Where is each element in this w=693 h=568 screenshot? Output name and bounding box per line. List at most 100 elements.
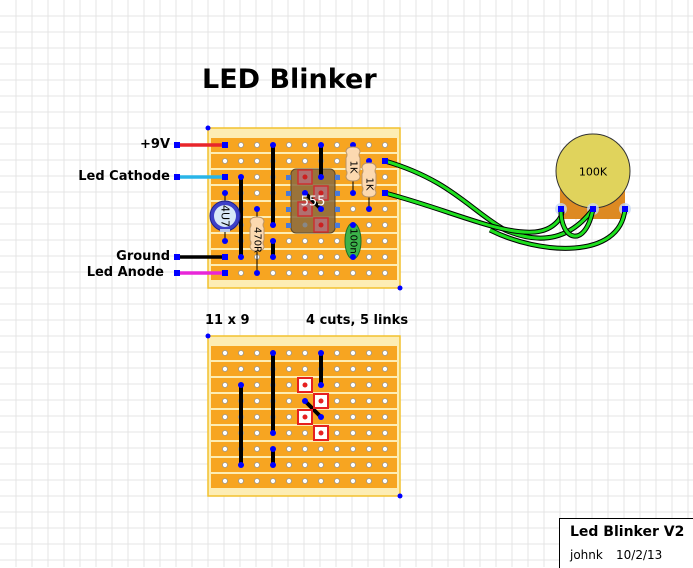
- cap-label: 100n: [348, 228, 359, 253]
- link-node: [270, 462, 276, 468]
- hole: [366, 270, 372, 276]
- hole: [334, 414, 340, 420]
- hole: [238, 366, 244, 372]
- link-node: [270, 142, 276, 148]
- hole: [302, 222, 308, 228]
- board-corner-handle[interactable]: [397, 493, 403, 499]
- board-size-label: 11 x 9: [205, 313, 250, 328]
- cap-top: [214, 205, 236, 227]
- board-corner-handle[interactable]: [205, 333, 211, 339]
- hole: [254, 142, 260, 148]
- hole: [302, 462, 308, 468]
- hole: [254, 430, 260, 436]
- cut-dot: [302, 382, 308, 388]
- cap-polarity-mark: [220, 229, 230, 232]
- wire-pot-jumper[interactable]: [559, 208, 595, 238]
- link-node: [318, 382, 324, 388]
- hole: [366, 462, 372, 468]
- ic-pin: [335, 207, 340, 212]
- hole: [350, 270, 356, 276]
- hole: [286, 350, 292, 356]
- resistor-body: [345, 146, 361, 182]
- hole: [334, 382, 340, 388]
- cut-dot: [302, 206, 308, 212]
- wire-endpoint[interactable]: [174, 254, 180, 260]
- hole: [366, 142, 372, 148]
- hole: [318, 238, 324, 244]
- hole: [382, 462, 388, 468]
- hole: [334, 270, 340, 276]
- hole: [382, 398, 388, 404]
- hole: [302, 350, 308, 356]
- link-node: [318, 142, 324, 148]
- hole: [302, 270, 308, 276]
- wire-endpoint[interactable]: [174, 270, 180, 276]
- hole: [382, 238, 388, 244]
- hole: [366, 222, 372, 228]
- resistor-1k-a[interactable]: 1K: [345, 142, 361, 196]
- hole: [222, 414, 228, 420]
- diagram-title: LED Blinker: [202, 64, 377, 95]
- link-node: [302, 398, 308, 404]
- hole: [350, 414, 356, 420]
- resistor-1k-b[interactable]: 1K: [361, 158, 377, 212]
- hole: [334, 366, 340, 372]
- ic-pin: [335, 191, 340, 196]
- link-node: [318, 174, 324, 180]
- hole: [382, 270, 388, 276]
- stripboard-cuts-view: [205, 333, 403, 499]
- hole: [270, 478, 276, 484]
- hole: [334, 158, 340, 164]
- title-block-author: johnk: [570, 548, 603, 562]
- link-node: [238, 462, 244, 468]
- hole: [254, 350, 260, 356]
- wire-endpoint[interactable]: [174, 174, 180, 180]
- hole: [286, 430, 292, 436]
- hole: [334, 430, 340, 436]
- hole: [238, 142, 244, 148]
- hole: [254, 174, 260, 180]
- pot-label: 100K: [579, 166, 608, 179]
- hole: [270, 270, 276, 276]
- hole: [286, 270, 292, 276]
- resistor-470r[interactable]: 470R: [249, 206, 265, 276]
- wire-node: [590, 206, 596, 212]
- ic-pin: [286, 223, 291, 228]
- hole: [350, 382, 356, 388]
- ic-555[interactable]: 555: [286, 161, 340, 234]
- resistor-lead: [366, 158, 372, 164]
- hole: [382, 446, 388, 452]
- hole: [366, 238, 372, 244]
- link-node: [270, 238, 276, 244]
- link-node: [270, 222, 276, 228]
- link-node: [238, 382, 244, 388]
- board-corner-handle[interactable]: [397, 285, 403, 291]
- cut-dot: [302, 174, 308, 180]
- board-corner-handle[interactable]: [205, 125, 211, 131]
- hole: [334, 238, 340, 244]
- hole: [382, 414, 388, 420]
- wire-endpoint[interactable]: [174, 142, 180, 148]
- wire-node: [622, 206, 628, 212]
- hole: [382, 222, 388, 228]
- link-wire[interactable]: [303, 191, 323, 211]
- link-node: [302, 190, 308, 196]
- resistor-body: [361, 162, 377, 198]
- hole: [286, 398, 292, 404]
- wire-pot-lug3[interactable]: [489, 208, 627, 250]
- hole: [286, 462, 292, 468]
- hole: [318, 478, 324, 484]
- hole: [254, 398, 260, 404]
- hole: [382, 174, 388, 180]
- hole: [350, 462, 356, 468]
- resistor-lead: [254, 206, 260, 212]
- resistor-body: [249, 216, 265, 252]
- hole: [302, 254, 308, 260]
- hole: [318, 462, 324, 468]
- potentiometer[interactable]: 100K: [555, 133, 631, 219]
- ceramic-capacitor[interactable]: 100n: [344, 222, 362, 260]
- cap-lead: [350, 222, 356, 228]
- hole: [334, 142, 340, 148]
- electrolytic-capacitor[interactable]: 4U7: [209, 190, 241, 244]
